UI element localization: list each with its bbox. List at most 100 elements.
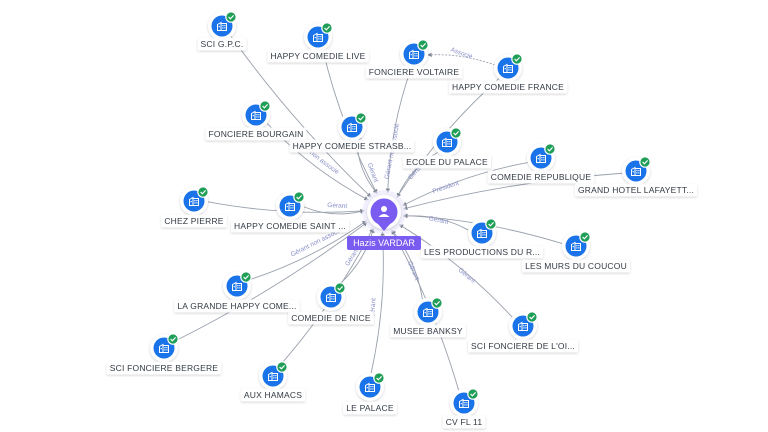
check-icon — [431, 297, 443, 309]
company-label-bg — [288, 311, 374, 325]
company-label-bg — [442, 415, 486, 429]
company-node[interactable]: HAPPY COMEDIE FRANCE — [448, 53, 568, 94]
company-node[interactable]: GRAND HOTEL LAFAYETT... — [574, 156, 698, 197]
edge — [303, 206, 365, 215]
check-mark — [228, 14, 235, 20]
edge-label: Gérant — [428, 215, 449, 226]
company-label: MUSEE BANKSY — [393, 326, 463, 336]
company-node[interactable]: LE PALACE — [343, 372, 397, 415]
edge — [403, 172, 623, 211]
company-label-bg — [174, 299, 300, 313]
company-label: HAPPY COMEDIE FRANCE — [452, 82, 564, 92]
check-mark — [488, 221, 495, 227]
company-label: LES MURS DU COUCOU — [525, 261, 627, 271]
company-node[interactable]: FONCIERE VOLTAIRE — [365, 39, 463, 79]
edge-label: Gérant — [327, 202, 347, 210]
company-node[interactable]: CHEZ PIERRE — [161, 186, 227, 228]
company-label-bg — [289, 139, 415, 153]
check-icon — [485, 218, 497, 230]
check-icon — [321, 22, 333, 34]
company-label: LE PALACE — [346, 403, 394, 413]
company-label-bg — [403, 155, 491, 169]
edge — [175, 222, 368, 342]
check-icon — [167, 333, 179, 345]
company-node[interactable]: MUSEE BANKSY — [390, 297, 466, 338]
company-node[interactable]: COMEDIE REPUBLIQUE — [487, 143, 595, 184]
check-mark — [170, 336, 177, 342]
check-icon — [526, 311, 538, 323]
company-label-bg — [390, 324, 466, 338]
check-mark — [200, 189, 207, 195]
check-mark — [547, 146, 554, 152]
center-person-label-bg — [347, 236, 421, 250]
company-label-bg — [240, 388, 306, 402]
edge-label: Gérant — [369, 298, 378, 319]
edge — [230, 36, 372, 198]
edge-label: Gérant — [406, 260, 420, 281]
center-person-node[interactable]: Hazis VARDAR — [347, 190, 421, 250]
edge-label: Président — [432, 180, 460, 196]
company-label: COMEDIE REPUBLIQUE — [491, 172, 592, 182]
check-icon — [639, 156, 651, 168]
company-label-bg — [468, 339, 578, 353]
check-icon — [240, 271, 252, 283]
company-label-bg — [365, 65, 463, 79]
company-label: CHEZ PIERRE — [164, 216, 223, 226]
company-label-bg — [522, 259, 630, 273]
company-label: FONCIERE BOURGAIN — [208, 129, 303, 139]
check-icon — [417, 39, 429, 51]
company-node[interactable]: HAPPY COMEDIE LIVE — [267, 22, 369, 63]
company-label: SCI G.P.C. — [201, 39, 244, 49]
company-node[interactable]: CV FL 11 — [442, 388, 486, 429]
company-node[interactable]: HAPPY COMEDIE STRASB... — [289, 112, 415, 153]
nodes-layer: SCI G.P.C. HAPPY COMEDIE LIVE FONCIERE VOL… — [106, 11, 698, 429]
check-icon — [355, 112, 367, 124]
check-mark — [337, 285, 344, 291]
company-label: HAPPY COMEDIE LIVE — [270, 51, 365, 61]
check-mark — [296, 194, 303, 200]
company-node[interactable]: LES PRODUCTIONS DU R... — [420, 218, 544, 259]
edge — [249, 220, 367, 281]
company-label-bg — [106, 361, 222, 375]
check-mark — [582, 234, 589, 240]
company-label: LES PRODUCTIONS DU R... — [424, 247, 540, 257]
company-label: GRAND HOTEL LAFAYETT... — [578, 185, 694, 195]
company-node[interactable]: SCI G.P.C. — [197, 11, 247, 51]
center-person-label: Hazis VARDAR — [353, 238, 415, 248]
company-node[interactable]: FONCIERE BOURGAIN — [205, 100, 307, 141]
company-label: COMEDIE DE NICE — [291, 313, 371, 323]
check-icon — [450, 127, 462, 139]
check-mark — [529, 314, 536, 320]
company-node[interactable]: HAPPY COMEDIE SAINT ... — [231, 191, 349, 233]
check-icon — [467, 388, 479, 400]
company-node[interactable]: ECOLE DU PALACE — [403, 127, 491, 169]
company-label: FONCIERE VOLTAIRE — [369, 67, 460, 77]
check-mark — [434, 300, 441, 306]
company-node[interactable]: AUX HAMACS — [240, 361, 306, 402]
check-mark — [470, 391, 477, 397]
check-mark — [324, 25, 331, 31]
company-label-bg — [161, 214, 227, 228]
check-icon — [259, 100, 271, 112]
check-mark — [642, 159, 649, 165]
check-mark — [262, 103, 269, 109]
company-label-bg — [487, 170, 595, 184]
company-node[interactable]: LA GRANDE HAPPY COME... — [174, 271, 300, 313]
check-icon — [276, 361, 288, 373]
check-icon — [373, 372, 385, 384]
company-label-bg — [267, 49, 369, 63]
company-node[interactable]: COMEDIE DE NICE — [288, 282, 374, 325]
company-label: SCI FONCIERE DE L'OI... — [471, 341, 575, 351]
company-label: LA GRANDE HAPPY COME... — [177, 301, 296, 311]
edge-label: Associé — [450, 46, 474, 60]
check-mark — [279, 364, 286, 370]
edge — [402, 162, 528, 206]
company-label-bg — [205, 127, 307, 141]
company-node[interactable]: SCI FONCIERE BERGERE — [106, 333, 222, 375]
company-label-bg — [231, 219, 349, 233]
company-node[interactable]: LES MURS DU COUCOU — [522, 231, 630, 273]
edge — [385, 67, 412, 194]
company-label-bg — [448, 80, 568, 94]
company-node[interactable]: SCI FONCIERE DE L'OI... — [468, 311, 578, 353]
